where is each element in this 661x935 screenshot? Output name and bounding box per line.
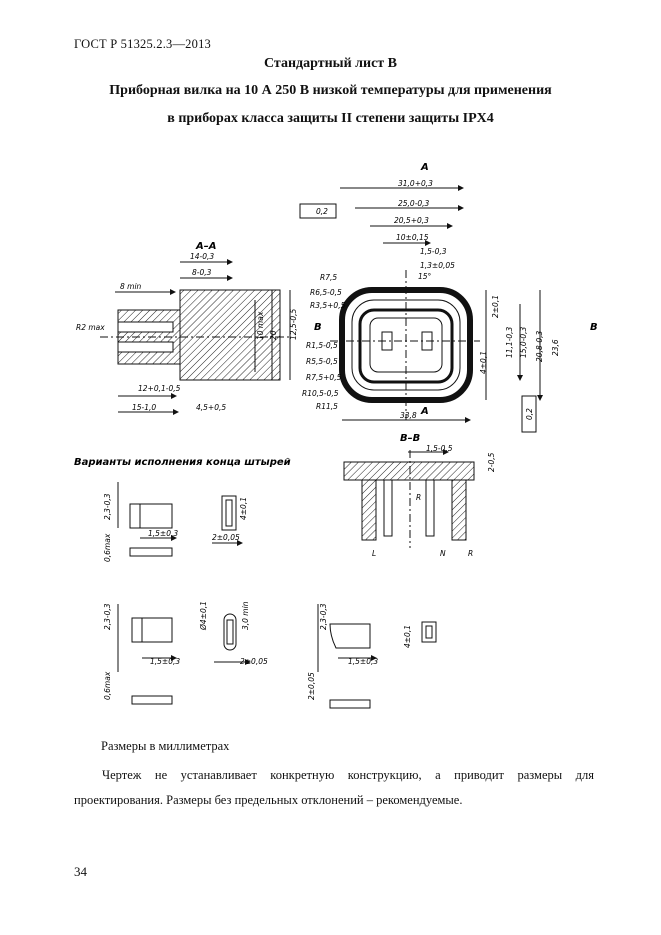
dim-bb-1-5: 1,5-0,5 — [426, 444, 453, 453]
dim-r5-5: R5,5-0,5 — [306, 357, 338, 366]
sheet-title: Стандартный лист В — [263, 56, 397, 71]
front-view — [330, 185, 543, 423]
section-bb-view — [343, 449, 475, 548]
dim-r7-5: R7,5 — [320, 273, 337, 282]
dim-r6-5: R6,5-0,5 — [310, 288, 342, 297]
v1-dim-2-3: 2,3-0,3 — [103, 493, 112, 520]
section-b-marker-right: В — [590, 322, 598, 333]
v1-dim-1-5: 1,5±0,3 — [148, 529, 178, 538]
v3-dim-4: 4±0,1 — [403, 625, 412, 648]
standard-header: ГОСТ Р 51325.2.3—2013 — [74, 37, 211, 51]
section-a-marker-bottom: А — [420, 406, 429, 417]
dim-20-5: 20,5+0,3 — [394, 216, 429, 225]
pin-variant-2 — [117, 604, 251, 705]
pin-variant-1 — [117, 482, 243, 557]
tolerance-value-top: 0,2 — [316, 207, 328, 216]
section-bb-label: В–В — [400, 433, 420, 444]
v1-dim-4: 4±0,1 — [239, 497, 248, 520]
tolerance-frame-side — [521, 395, 537, 433]
dim-25: 25,0-0,3 — [398, 199, 430, 208]
v2-dim-3: 3,0 min — [241, 601, 250, 630]
dim-12-5: 12,5-0,5 — [289, 308, 298, 340]
pin-label-n: N — [440, 549, 446, 558]
page-number: 34 — [74, 864, 87, 879]
v2-dim-2-3: 2,3-0,3 — [103, 603, 112, 630]
v2-dim-2: 2±0,05 — [240, 657, 268, 666]
dim-31: 31,0+0,3 — [398, 179, 433, 188]
v3-dim-2: 2±0,05 — [307, 672, 316, 700]
v1-dim-2: 2±0,05 — [212, 533, 240, 542]
dim-23-6: 23,6 — [551, 339, 560, 356]
section-aa-label: А–А — [195, 241, 216, 252]
dim-15deg: 15° — [418, 272, 432, 281]
plug-title-line2: в приборах класса защиты II степени защи… — [167, 111, 494, 126]
variants-caption: Варианты исполнения конца штырей — [74, 457, 291, 468]
dim-1-5: 1,5-0,3 — [420, 247, 447, 256]
v3-dim-2-3: 2,3-0,3 — [319, 603, 328, 630]
dim-15: 15-1,0 — [132, 403, 156, 412]
dim-r1-5: R1,5-0,5 — [306, 341, 338, 350]
v1-dim-0-6: 0,6max — [103, 533, 112, 562]
dim-11-1: 11,1-0,3 — [505, 326, 514, 358]
dim-8min: 8 min — [120, 282, 142, 291]
v2-dim-d4: Ø4±0,1 — [199, 601, 208, 631]
pin-label-r-top: R — [416, 493, 421, 502]
v3-dim-1-5: 1,5±0,3 — [348, 657, 378, 666]
dim-20-8: 20,8-0,3 — [535, 330, 544, 362]
section-b-marker-left: В — [314, 322, 322, 333]
tolerance-value-side: 0,2 — [525, 408, 534, 420]
v2-dim-0-6: 0,6max — [103, 671, 112, 700]
pin-variant-3 — [317, 604, 437, 709]
section-aa-view — [100, 259, 291, 415]
pin-label-r: R — [468, 549, 473, 558]
pin-label-l: L — [372, 549, 376, 558]
tolerance-frame-top — [299, 203, 337, 219]
dim-r11-5: R11,5 — [316, 402, 338, 411]
dim-bb-2: 2-0,5 — [487, 452, 496, 472]
dim-14: 14-0,3 — [190, 252, 214, 261]
dim-10: 10±0,15 — [396, 233, 429, 242]
dim-2: 2±0,1 — [491, 295, 500, 318]
section-a-marker-top: А — [420, 162, 429, 173]
dim-8: 8-0,3 — [192, 268, 212, 277]
dim-33-8: 33,8 — [400, 411, 417, 420]
v2-dim-1-5: 1,5±0,3 — [150, 657, 180, 666]
dim-4: 4±0,1 — [479, 351, 488, 374]
dim-r3-5: R3,5+0,5 — [310, 301, 346, 310]
dim-r7-5b: R7,5+0,5 — [306, 373, 342, 382]
dim-12: 12+0,1-0,5 — [138, 384, 181, 393]
plug-title-line1: Приборная вилка на 10 А 250 В низкой тем… — [109, 83, 552, 98]
dim-15-0: 15,0-0,3 — [519, 326, 528, 358]
dim-4-5: 4,5+0,5 — [196, 403, 226, 412]
units-note: Размеры в миллиметрах — [101, 739, 230, 753]
dim-20: 20 — [269, 330, 278, 340]
dim-1-3: 1,3±0,05 — [420, 261, 455, 270]
drawing-note: Чертеж не устанавливает конкретную конст… — [74, 768, 594, 807]
dim-r2max: R2 max — [76, 323, 105, 332]
dim-r10-5: R10,5-0,5 — [302, 389, 339, 398]
technical-drawing: А–А 14-0,3 8-0,3 8 min R2 max 12+0,1-0,5… — [74, 162, 598, 709]
dim-10max: 10 max — [256, 311, 265, 340]
